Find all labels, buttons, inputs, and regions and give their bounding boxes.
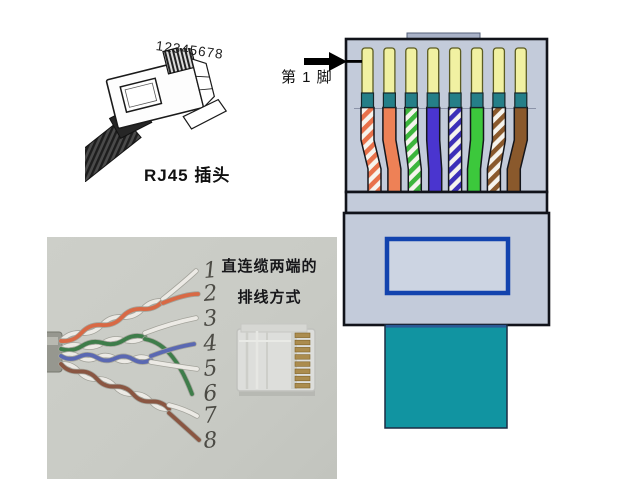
jack-cable-edge	[386, 325, 506, 328]
jack-pin-4	[427, 47, 440, 97]
plug-side-line	[199, 88, 213, 91]
photo-caption-line1: 直连缆两端的	[221, 258, 318, 275]
photo-orange-pair-strand-color	[59, 299, 165, 344]
photo-wire-3-white	[143, 316, 198, 335]
photo-wire-number-4: 4	[201, 331, 218, 357]
photo-wire-number-1: 1	[202, 258, 218, 284]
jack-diagram	[304, 32, 551, 429]
photo-wire-6-green	[143, 337, 194, 396]
plug-pin-grid	[162, 44, 197, 75]
jack-cable	[384, 324, 508, 429]
plug-side-line	[195, 75, 210, 78]
photo-wire-number-5: 5	[202, 356, 218, 382]
jack-pin1-label: 第 1 脚	[281, 69, 333, 86]
photo-wire-4-blue	[149, 342, 196, 358]
jack-wire-5-white-blue	[447, 106, 463, 193]
photo-green-pair-strand-color	[59, 333, 147, 353]
jack-contact-7	[492, 92, 506, 109]
jack-pin-1	[361, 47, 374, 97]
jack-pin-6	[470, 47, 484, 97]
photo-wire-8-brown	[167, 411, 201, 442]
photo-connector	[236, 323, 316, 396]
photo-wires-group	[58, 268, 202, 443]
photo-blue-pair-strand-color	[59, 352, 153, 364]
photo-connector-pins	[294, 332, 311, 389]
photo-diagram: 12345678	[43, 258, 316, 454]
jack-pin-5	[448, 47, 462, 97]
photo-wire-1-white	[161, 269, 198, 301]
jack-contact-4	[426, 92, 440, 109]
jack-pin-2	[383, 47, 396, 97]
jack-pins-group	[354, 47, 536, 193]
jack-band	[344, 190, 549, 215]
plug-window-inner	[124, 82, 158, 108]
photo-orange-pair-strand-color-outline	[58, 298, 166, 344]
jack-contact-8	[514, 92, 528, 109]
jack-wire-4-blue	[425, 106, 443, 193]
jack-contact-2	[382, 92, 397, 109]
jack-latch-window	[384, 236, 511, 296]
photo-brown-pair-strand-color	[59, 362, 171, 411]
jack-contact-1	[360, 92, 375, 109]
jack-contact-3	[404, 92, 418, 109]
photo-wire-number-2: 2	[201, 281, 218, 307]
jack-wire-6-green	[466, 106, 485, 193]
plug-window	[119, 77, 163, 114]
jack-pin-3	[405, 47, 418, 97]
photo-caption-line2: 排线方式	[237, 289, 302, 306]
photo-caption: 直连缆两端的 排线方式	[202, 251, 337, 313]
photo-wire-number-6: 6	[202, 381, 218, 407]
pin1-arrow-icon	[304, 52, 362, 71]
plug-caption: RJ45 插头	[144, 166, 231, 185]
plug-contact-side	[190, 57, 215, 109]
photo-wire-5-white	[149, 360, 199, 371]
photo-wire-2-orange	[161, 292, 200, 305]
photo-wire-number-3: 3	[202, 306, 218, 332]
photo-wire-7-white	[167, 403, 199, 418]
jack-contact-6	[470, 92, 484, 109]
jack-pin-8	[514, 47, 527, 97]
photo-wire-number-8: 8	[202, 428, 218, 454]
photo-sheath-highlight	[44, 337, 58, 345]
plug-latch	[182, 98, 228, 130]
jack-contact-5	[448, 92, 462, 109]
photo-wire-numbers: 12345678	[201, 258, 218, 454]
jack-pin-7	[492, 47, 506, 97]
photo-wire-number-7: 7	[202, 403, 218, 429]
